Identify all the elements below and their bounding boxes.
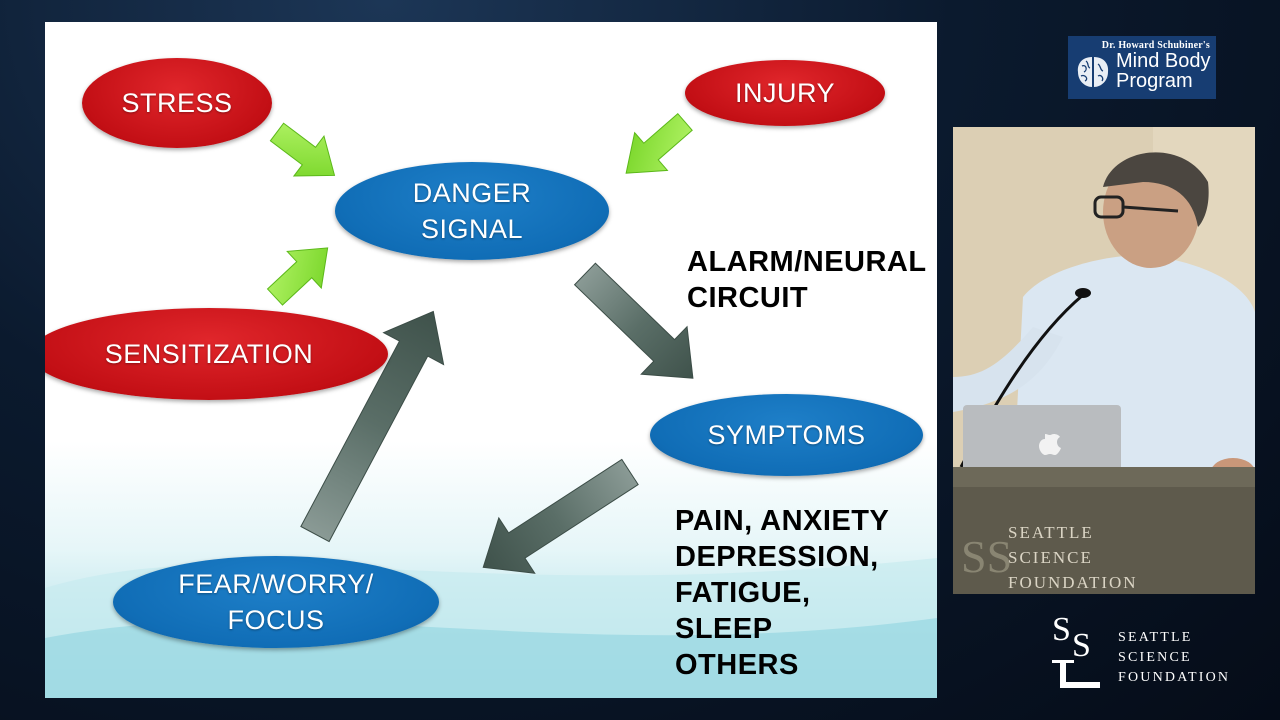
svg-text:S: S [1072,627,1091,664]
node-injury-label: INJURY [734,78,836,108]
diagram-arrows [266,112,694,574]
ssf-logo-icon: S S [1052,611,1100,688]
node-fear-label: FEAR/WORRY/ FOCUS [178,569,374,635]
arrow-sensitization-to-danger [266,247,329,306]
node-symptoms-label: SYMPTOMS [707,420,866,450]
arrow-stress-to-danger [269,122,336,177]
node-danger-signal: DANGER SIGNAL [335,162,609,260]
ssf-foundation-text: SEATTLE SCIENCE FOUNDATION [1118,630,1231,685]
svg-text:S: S [1052,611,1071,648]
logo-author: Dr. Howard Schubiner's [1101,40,1210,51]
brain-icon [1077,57,1109,87]
svg-text:SS: SS [961,531,1012,582]
logo-program-name: Mind Body Program [1116,50,1211,92]
node-danger-signal-label: DANGER SIGNAL [412,178,532,244]
apple-icon [1039,434,1061,455]
node-fear-worry-focus: FEAR/WORRY/ FOCUS [113,556,439,648]
arrow-injury-to-danger [625,112,693,174]
arrow-fear-to-danger [300,310,445,543]
alarm-neural-circuit-label: ALARM/NEURAL CIRCUIT [687,246,927,314]
arrow-danger-to-symptoms [573,262,694,379]
speaker-video: SS SEATTLE SCIENCE FOUNDATION [953,127,1255,594]
node-sensitization: SENSITIZATION [45,308,388,400]
symptom-list-label: PAIN, ANXIETY DEPRESSION, FATIGUE, SLEEP… [675,505,890,681]
podium-foundation-text: SEATTLE SCIENCE FOUNDATION [1008,523,1138,592]
node-symptoms: SYMPTOMS [650,394,923,476]
node-sensitization-label: SENSITIZATION [104,339,314,369]
node-injury: INJURY [685,60,885,126]
speaker-scene: SS [953,127,1255,594]
mind-body-program-logo: Dr. Howard Schubiner's Mind Body Program [1068,36,1216,99]
presentation-slide: STRESS INJURY DANGER SIGNAL SENSITIZATIO… [45,22,937,698]
node-stress: STRESS [82,58,272,148]
arrow-symptoms-to-fear [482,458,639,574]
node-stress-label: STRESS [121,88,233,118]
